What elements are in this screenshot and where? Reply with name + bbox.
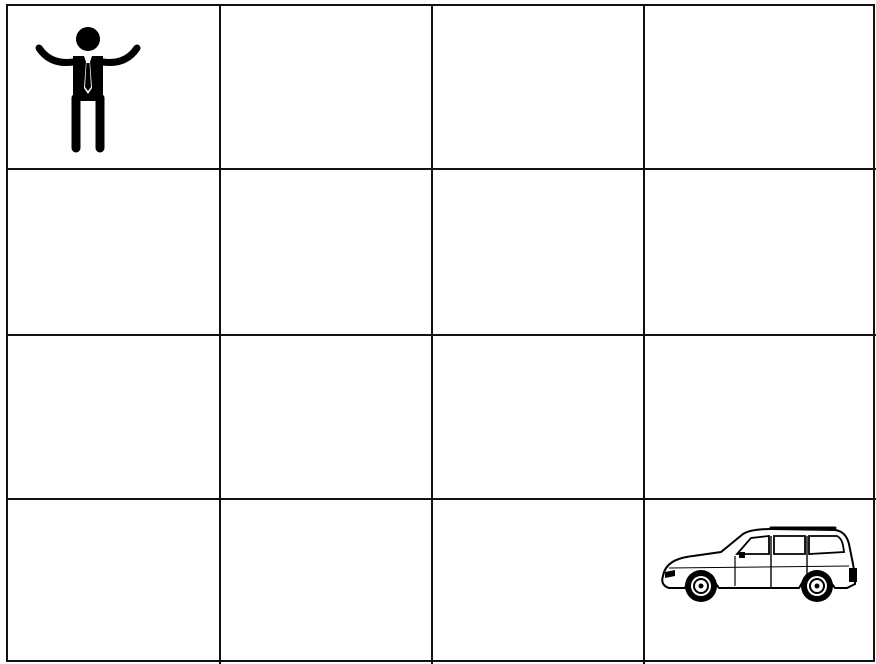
board-cell-r0-c1[interactable] <box>221 6 433 170</box>
board-cell-r2-c3[interactable] <box>645 336 876 500</box>
board-cell-r3-c0[interactable] <box>8 500 221 664</box>
board-cell-r3-c3[interactable] <box>645 500 876 664</box>
board-cell-r0-c2[interactable] <box>433 6 645 170</box>
board-cell-r1-c1[interactable] <box>221 170 433 336</box>
standing-man-icon <box>33 26 143 154</box>
game-board <box>6 4 875 662</box>
board-cell-r0-c3[interactable] <box>645 6 876 170</box>
board-cell-r1-c0[interactable] <box>8 170 221 336</box>
board-cell-r2-c0[interactable] <box>8 336 221 500</box>
board-cell-r1-c3[interactable] <box>645 170 876 336</box>
board-cell-r2-c1[interactable] <box>221 336 433 500</box>
suv-car-icon <box>659 524 859 608</box>
board-cell-r2-c2[interactable] <box>433 336 645 500</box>
board-cell-r1-c2[interactable] <box>433 170 645 336</box>
board-cell-r3-c1[interactable] <box>221 500 433 664</box>
board-cell-r0-c0[interactable] <box>8 6 221 170</box>
board-cell-r3-c2[interactable] <box>433 500 645 664</box>
